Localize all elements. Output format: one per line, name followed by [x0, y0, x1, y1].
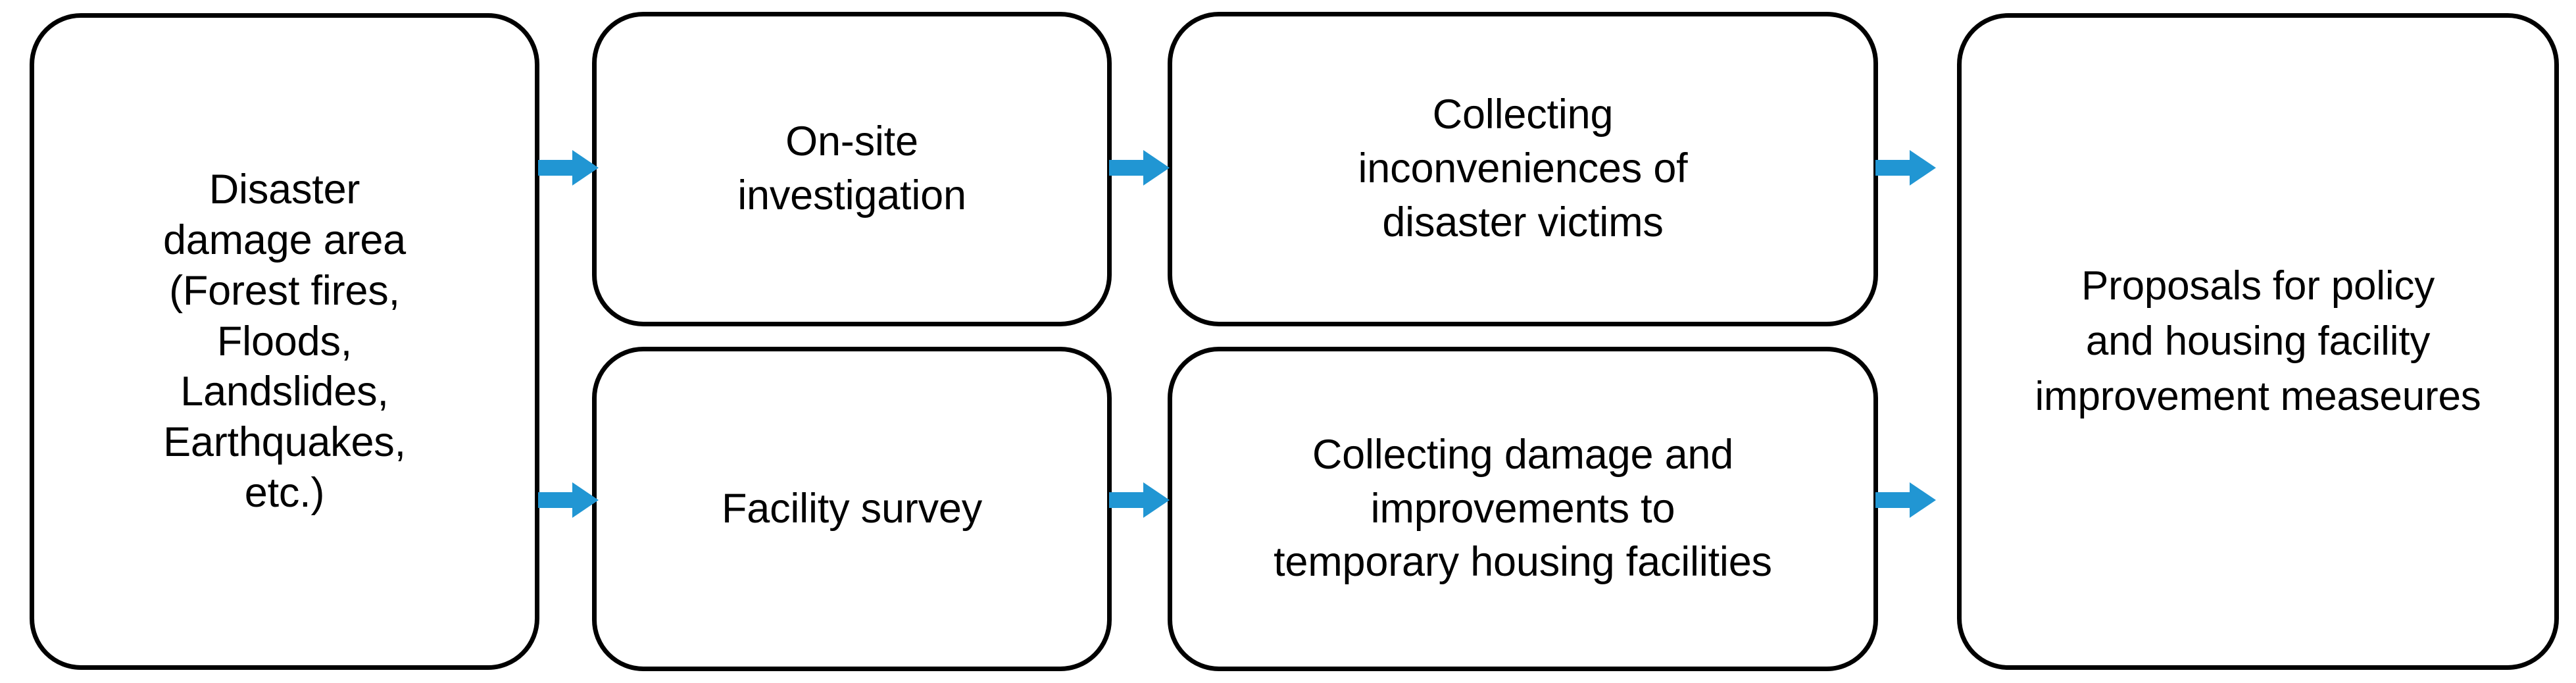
arrow-right-icon	[1875, 470, 1936, 530]
arrow-right-icon	[1109, 470, 1170, 530]
arrow-right-icon	[1875, 138, 1936, 197]
process-node-label: On-site investigation	[737, 118, 966, 218]
process-node-label: Collecting damage and improvements to te…	[1274, 431, 1772, 586]
process-node-facility-survey[interactable]: Facility survey	[592, 347, 1112, 671]
process-node-label: Proposals for policy and housing facilit…	[2035, 263, 2481, 420]
process-node-disaster-damage-area[interactable]: Disaster damage area (Forest fires, Floo…	[30, 13, 539, 670]
process-node-label: Collecting inconveniences of disaster vi…	[1358, 91, 1688, 245]
process-node-label: Facility survey	[721, 485, 983, 532]
process-node-collecting-damage[interactable]: Collecting damage and improvements to te…	[1168, 347, 1878, 671]
arrow-right-icon	[538, 470, 599, 530]
arrow-right-icon	[538, 138, 599, 197]
process-node-on-site-investigation[interactable]: On-site investigation	[592, 12, 1112, 326]
process-node-label: Disaster damage area (Forest fires, Floo…	[162, 166, 407, 517]
arrow-right-icon	[1109, 138, 1170, 197]
process-node-proposals[interactable]: Proposals for policy and housing facilit…	[1957, 13, 2559, 670]
process-node-collecting-inconveniences[interactable]: Collecting inconveniences of disaster vi…	[1168, 12, 1878, 326]
